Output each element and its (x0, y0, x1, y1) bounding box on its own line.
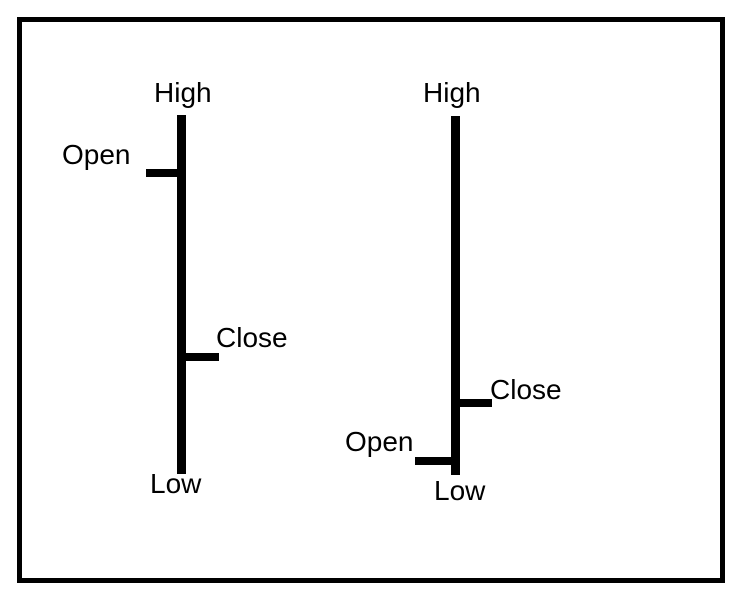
close-tick (182, 353, 219, 361)
high-low-range-line (177, 115, 186, 474)
open-label: Open (62, 139, 131, 170)
low-label: Low (150, 468, 202, 499)
close-tick (456, 399, 492, 407)
open-label: Open (345, 426, 414, 457)
close-label: Close (216, 322, 288, 353)
ohlc-bar-right (415, 116, 492, 475)
high-label: High (423, 77, 481, 108)
diagram-frame (17, 17, 725, 583)
close-label: Close (490, 374, 562, 405)
open-tick (415, 457, 455, 465)
open-tick (146, 169, 181, 177)
high-low-range-line (451, 116, 460, 475)
low-label: Low (434, 475, 486, 506)
high-label: High (154, 77, 212, 108)
ohlc-bar-left (146, 115, 219, 474)
